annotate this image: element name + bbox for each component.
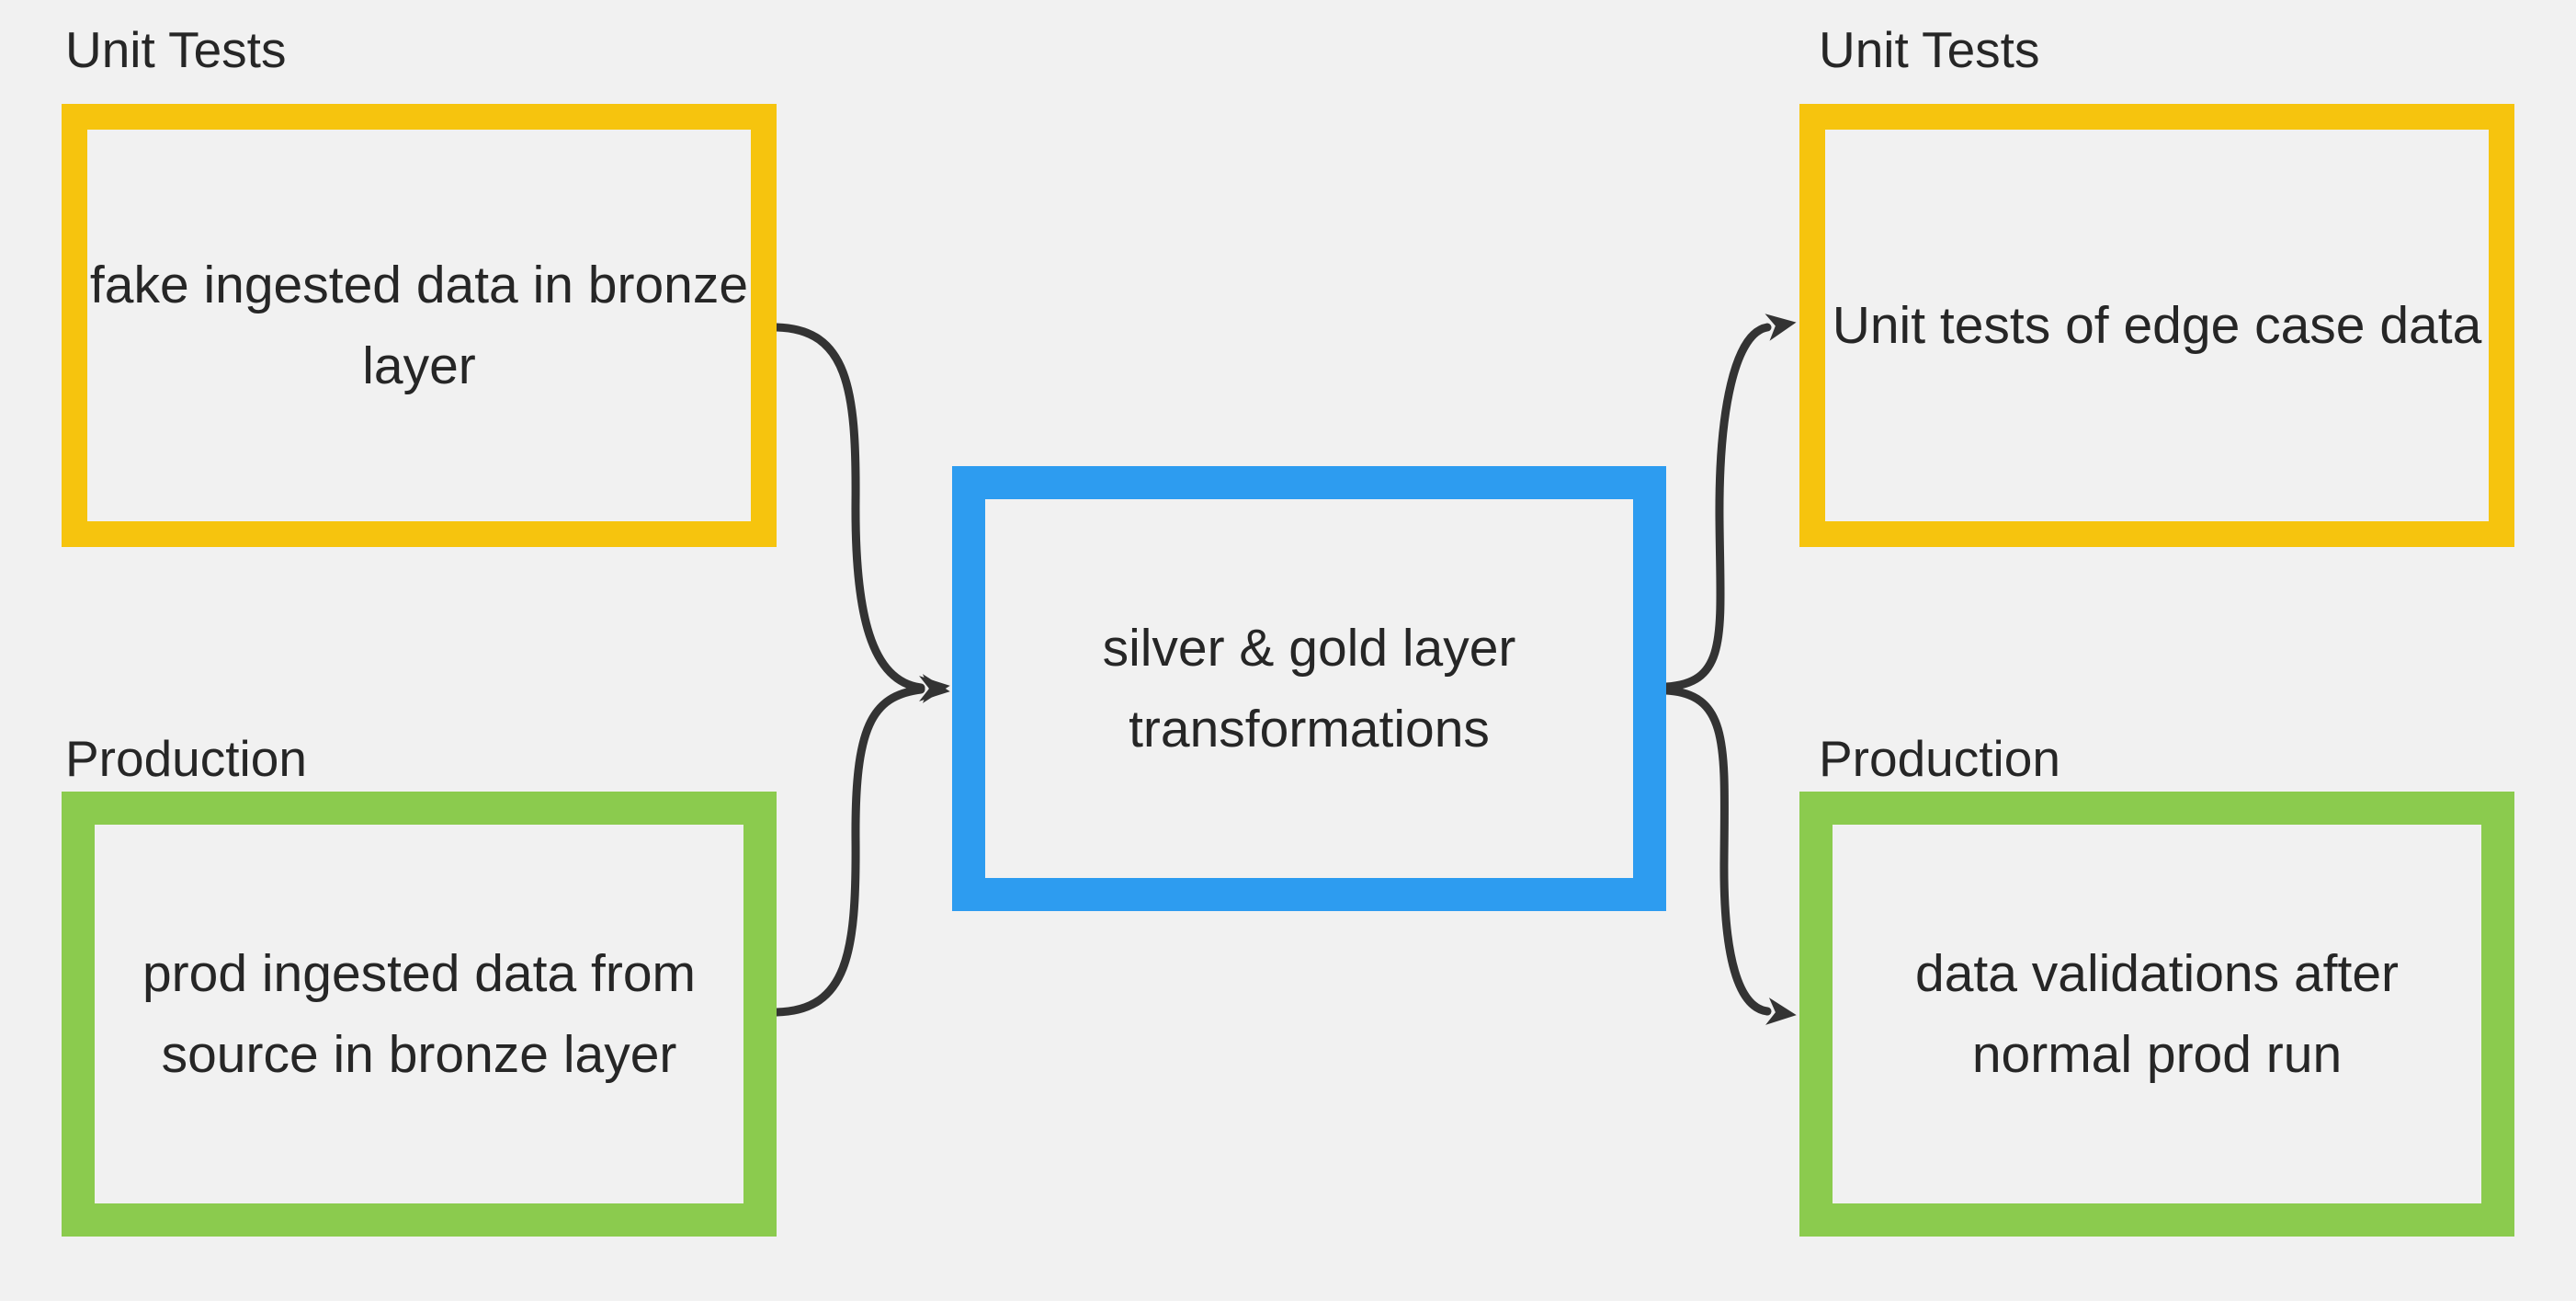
node-silver-gold-transformations: silver & gold layer transformations xyxy=(952,466,1666,911)
node-unit-tests-edge-case: Unit tests of edge case data xyxy=(1799,104,2514,547)
group-label-production-right: Production xyxy=(1819,730,2060,787)
edge-bottom-left-to-center xyxy=(772,676,950,1017)
bottom-white-strip xyxy=(0,1301,2576,1311)
group-label-unit-tests-left: Unit Tests xyxy=(65,21,287,78)
group-label-production-left: Production xyxy=(65,730,307,787)
edge-top-left-to-center xyxy=(772,323,950,701)
node-prod-ingested-data-text: prod ingested data from source in bronze… xyxy=(142,944,697,1084)
node-prod-ingested-data: prod ingested data from source in bronze… xyxy=(62,792,777,1237)
edge-center-to-top-right xyxy=(1662,314,1797,691)
node-data-validations: data validations after normal prod run xyxy=(1799,792,2514,1237)
group-label-unit-tests-right: Unit Tests xyxy=(1819,21,2040,78)
edge-center-to-bottom-right xyxy=(1662,686,1797,1025)
node-fake-ingested-data: fake ingested data in bronze layer xyxy=(62,104,777,547)
node-data-validations-text: data validations after normal prod run xyxy=(1915,944,2399,1084)
node-silver-gold-transformations-text: silver & gold layer transformations xyxy=(1102,619,1516,758)
node-fake-ingested-data-text: fake ingested data in bronze layer xyxy=(89,256,749,395)
node-unit-tests-edge-case-text: Unit tests of edge case data xyxy=(1832,296,2482,355)
